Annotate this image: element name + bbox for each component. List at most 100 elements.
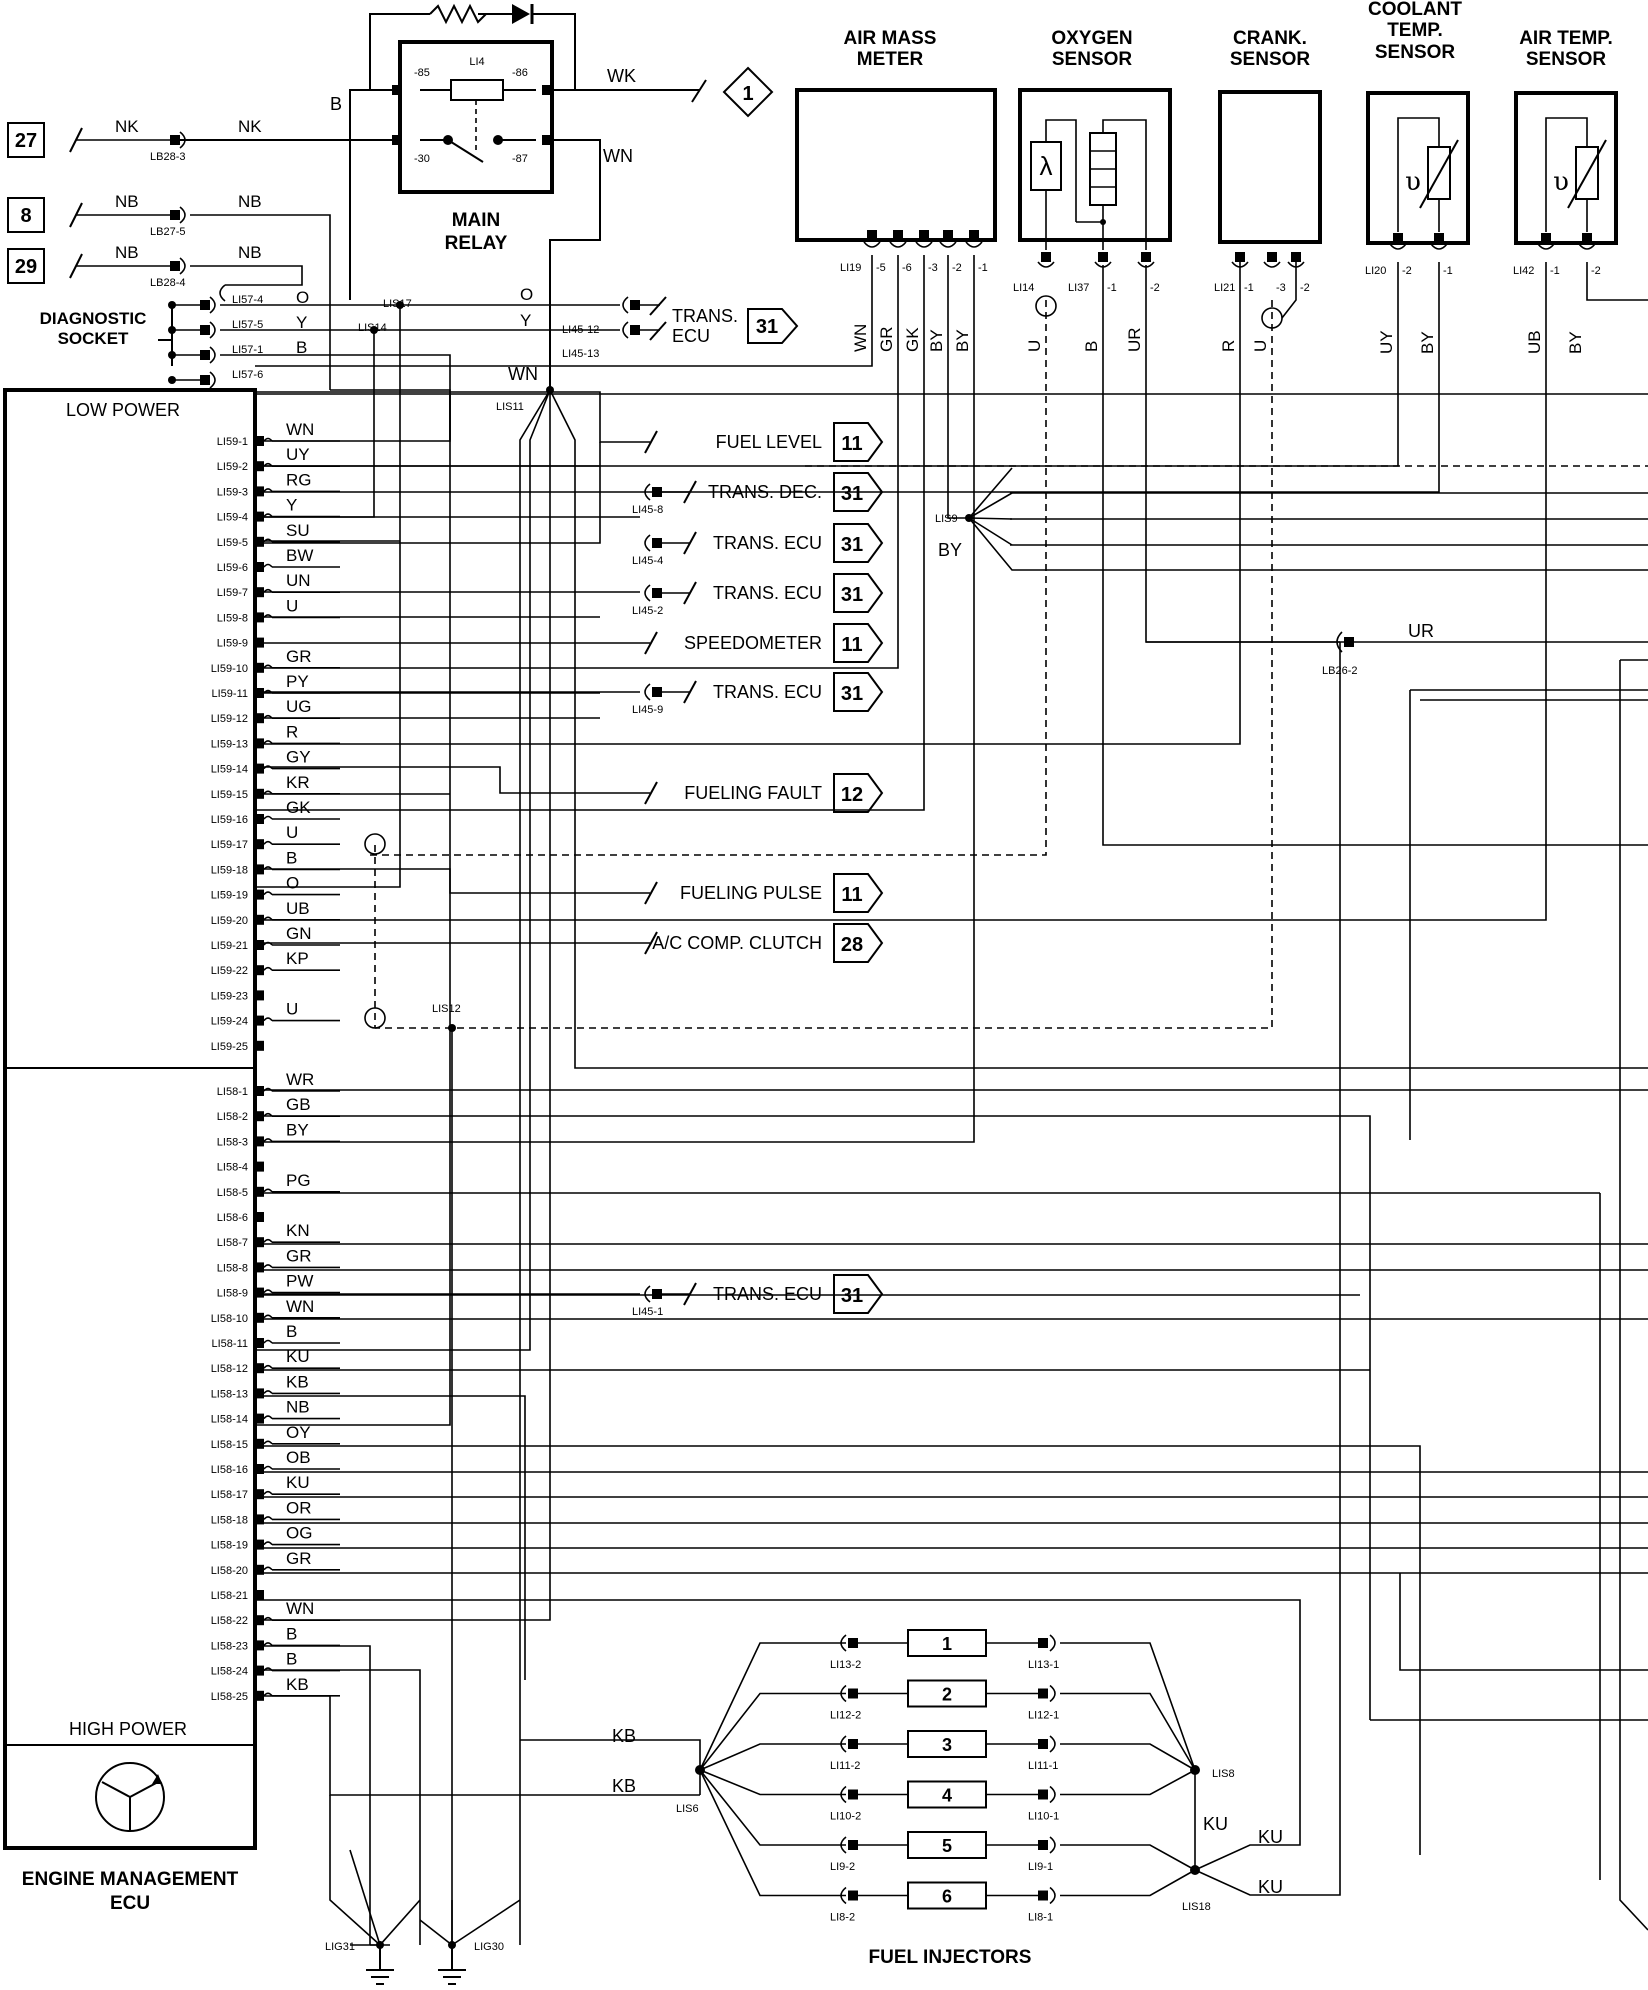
- diag-trans-conn-2: LI45-13: [562, 348, 599, 360]
- diagnostic-socket: DIAGNOSTIC SOCKET: [40, 305, 173, 366]
- ecu-pin-terminal: [255, 839, 264, 850]
- ecu-pin-id: LI59-21: [211, 940, 248, 952]
- coolant-title-line2: TEMP.: [1387, 20, 1443, 41]
- relay-id: LI4: [469, 56, 484, 68]
- external-link-ref: 11: [841, 884, 862, 906]
- left-ref-color2: NB: [238, 192, 262, 211]
- amm-wire-color: GR: [877, 327, 896, 353]
- amm-pin: -6: [902, 262, 912, 274]
- o2-wire-color: U: [1025, 340, 1044, 352]
- airtemp-conn: LI42: [1513, 265, 1534, 277]
- relay-left-color-b: B: [330, 94, 342, 114]
- ecu-pin-id: LI58-12: [211, 1363, 248, 1375]
- amm-title-line1: AIR MASS: [844, 28, 937, 49]
- left-ref-conn: LB27-5: [150, 226, 185, 238]
- crank-wire-color: U: [1251, 340, 1270, 352]
- crank-title-line2: SENSOR: [1230, 49, 1311, 70]
- external-link-label: FUEL LEVEL: [716, 432, 822, 452]
- left-ref-conn: LB28-3: [150, 151, 185, 163]
- crank-pin: -1: [1244, 282, 1254, 294]
- relay-pin-87: -87: [512, 153, 528, 165]
- ecu-pin-id: LI58-17: [211, 1489, 248, 1501]
- ecu-pin-id: LI58-4: [217, 1162, 248, 1174]
- ecu-pin-terminal: [255, 965, 264, 976]
- ecu-pin-id: LI59-4: [217, 512, 248, 524]
- injector-right-conn: LI11-1: [1028, 1760, 1058, 1772]
- injector-left-conn: LI13-2: [830, 1659, 861, 1671]
- crank-title-line1: CRANK.: [1233, 28, 1307, 49]
- splice-lis8-label: LIS8: [1212, 1768, 1235, 1780]
- ecu-pin-color: OG: [286, 1524, 312, 1543]
- injector-left-conn: LI11-2: [830, 1760, 860, 1772]
- ground-lig31-label: LIG31: [325, 1941, 355, 1953]
- relay-pin-30: -30: [414, 153, 430, 165]
- ecu-pin-row: LI59-23: [211, 990, 264, 1002]
- ecu-pin-color: GR: [286, 647, 312, 666]
- ecu-pin-terminal: [255, 1312, 264, 1323]
- external-link-label: A/C COMP. CLUTCH: [652, 933, 822, 953]
- ecu-pin-id: LI58-9: [217, 1288, 248, 1300]
- ecu-pin-id: LI58-25: [211, 1691, 248, 1703]
- ecu-pin-terminal: [255, 1086, 264, 1096]
- o2-conn: LI14: [1013, 282, 1034, 294]
- amm-pin: -5: [876, 262, 886, 274]
- airtemp-wire-color: BY: [1566, 331, 1585, 354]
- ecu-pin-color: U: [286, 823, 298, 842]
- external-link-conn: LI45-4: [632, 555, 663, 567]
- diag-trans-color-y: Y: [520, 311, 531, 330]
- ecu-pin-terminal: [255, 1539, 264, 1550]
- coolant-title-line3: SENSOR: [1375, 42, 1456, 63]
- ecu-pin-row: LI58-16 OB: [211, 1448, 340, 1476]
- injector-number: 3: [942, 1735, 952, 1755]
- o2-title-line1: OXYGEN: [1051, 28, 1132, 49]
- amm-wire-color: BY: [953, 329, 972, 352]
- injector-number: 2: [942, 1685, 952, 1705]
- ecu-pin-id: LI59-9: [217, 638, 248, 650]
- ecu-pin-color: GR: [286, 1246, 312, 1265]
- ecu-pin-connector: [263, 765, 273, 770]
- o2-wire-color: B: [1082, 341, 1101, 352]
- ecu-pin-connector: [263, 740, 273, 744]
- diag-pin-id: LI57-6: [232, 369, 263, 381]
- diag-pin-id: LI57-1: [232, 344, 263, 356]
- ecu-pin-id: LI58-20: [211, 1565, 248, 1577]
- ecu-pin-id: LI58-13: [211, 1388, 248, 1400]
- external-link-conn: LI45-8: [632, 504, 663, 516]
- ecu-pin-color: KN: [286, 1221, 310, 1240]
- ecu-pin-terminal: [255, 814, 264, 824]
- ecu-pin-connector: [263, 1314, 273, 1319]
- ecu-pin-id: LI58-16: [211, 1464, 248, 1476]
- ecu-pin-row: LI58-21: [211, 1590, 264, 1602]
- o2-wire-color: UR: [1125, 327, 1144, 352]
- ecu-pin-color: B: [286, 1322, 297, 1341]
- ecu-pin-color: OB: [286, 1448, 311, 1467]
- diag-trans-conn-1: LI45-12: [562, 324, 599, 336]
- injector-number: 1: [942, 1634, 952, 1654]
- ecu-pin-row: LI59-19O: [211, 874, 340, 902]
- ecu-pin-connector: [263, 563, 273, 568]
- ecu-pin-row: LI58-11B: [212, 1322, 340, 1350]
- inj-ku-color-3: KU: [1258, 1877, 1283, 1897]
- ecu-pin-id: LI59-10: [211, 663, 248, 675]
- ecu-pin-id: LI59-12: [211, 713, 248, 725]
- left-ref-color2: NB: [238, 243, 262, 262]
- ecu-pin-terminal: [255, 1388, 264, 1399]
- ecu-pin-id: LI58-6: [217, 1212, 248, 1224]
- engine-management-ecu: LOW POWER HIGH POWER ENGINE MANAGEMENT E…: [3, 388, 257, 1914]
- ecu-pin-connector: [263, 891, 273, 896]
- ecu-pin-terminal: [255, 1040, 264, 1051]
